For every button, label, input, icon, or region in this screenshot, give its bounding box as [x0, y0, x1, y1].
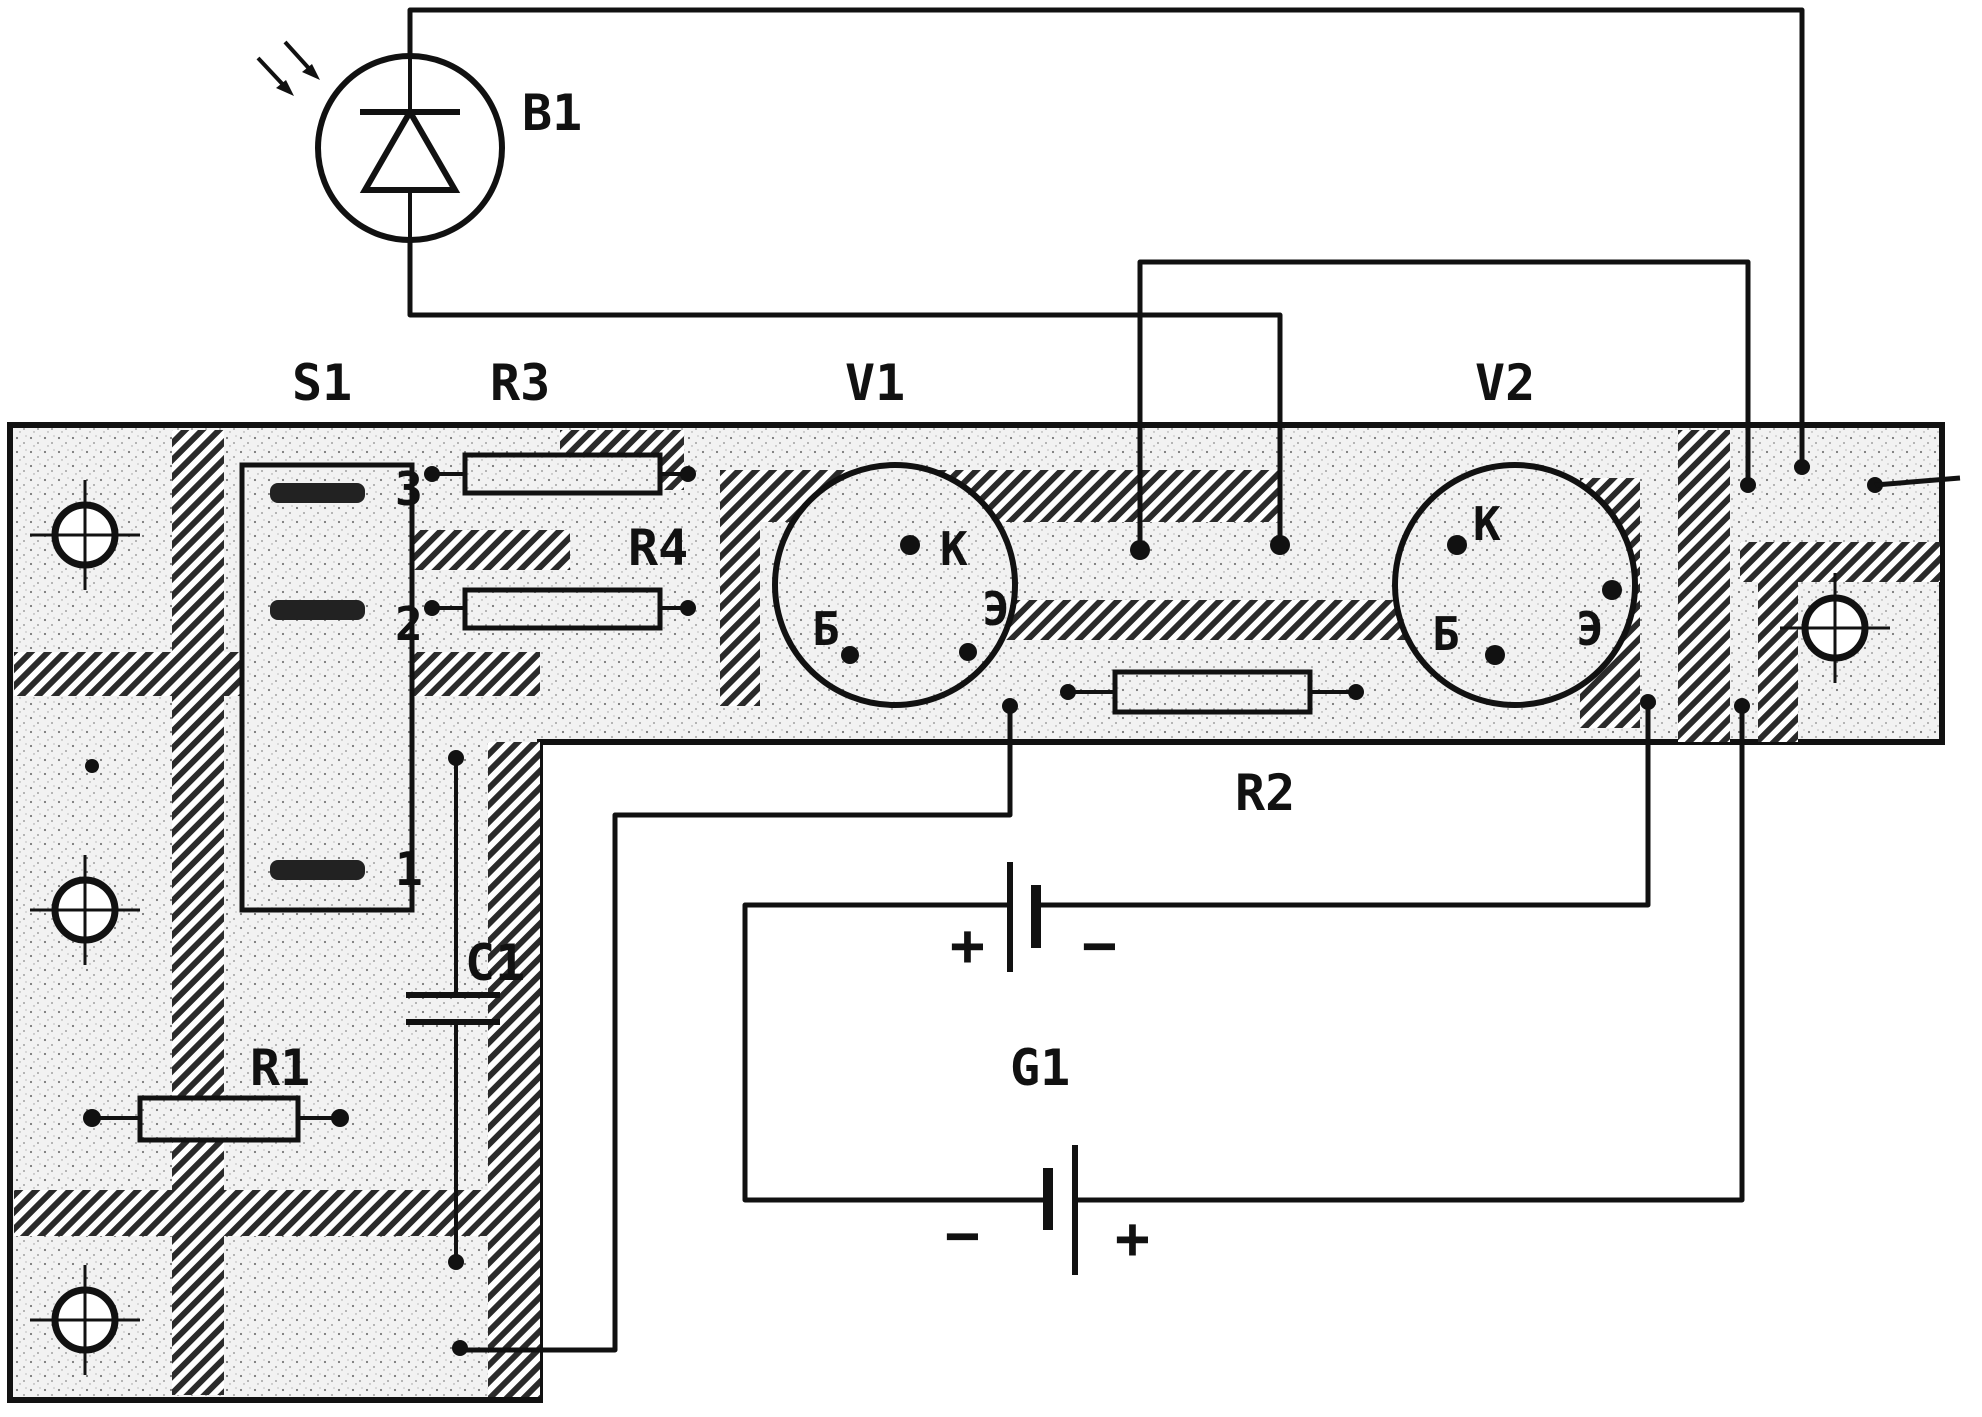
wire-right-lead [1874, 475, 1961, 488]
label-r1: R1 [250, 1039, 310, 1097]
mounting-hole-top-left [30, 480, 140, 590]
photodiode-b1 [256, 40, 505, 243]
v2-pin-emitter: Э [1576, 602, 1604, 656]
switch-position-3: 3 [395, 462, 423, 516]
label-c1: C1 [465, 934, 525, 992]
trace-right-vertical [1678, 430, 1730, 742]
resistor-r4 [424, 587, 696, 631]
label-r3: R3 [490, 354, 550, 412]
wires [407, 7, 1961, 1353]
trace-lower-horizontal [14, 1190, 532, 1236]
battery-lower-minus: − [945, 1201, 980, 1269]
battery-upper-minus: − [1082, 911, 1117, 979]
battery-upper: + − [950, 862, 1117, 979]
wire-battery-link [742, 902, 1048, 1203]
switch-position-2: 2 [395, 597, 423, 651]
transistor-v1: К Б Э [772, 462, 1018, 708]
v2-pin-base: Б [1432, 607, 1460, 661]
label-s1: S1 [292, 354, 352, 412]
trace-right-inner [1758, 542, 1798, 742]
trace-c1-vertical [488, 742, 540, 1397]
trace-left-vertical [172, 430, 224, 1395]
v1-pin-base: Б [812, 602, 840, 656]
mounting-hole-right [1780, 573, 1890, 683]
battery-lower: − + [945, 1145, 1150, 1275]
wire-battery-lower-plus [1075, 706, 1745, 1203]
wire-b1-anode [407, 7, 1805, 467]
board-pads [85, 459, 1883, 773]
component-labels: B1 S1 R3 R4 V1 V2 R2 C1 R1 G1 [250, 84, 1535, 1097]
v1-pin-emitter: Э [982, 582, 1010, 636]
label-v2: V2 [1475, 354, 1535, 412]
capacitor-c1 [406, 750, 500, 1356]
resistor-r1 [83, 1095, 349, 1143]
switch-position-1: 1 [395, 842, 423, 896]
battery-upper-plus: + [950, 911, 985, 979]
wire-collector-link [1137, 259, 1751, 550]
battery-lower-plus: + [1115, 1204, 1150, 1272]
v2-pin-collector: К [1473, 497, 1501, 551]
transistor-v2: К Б Э [1392, 462, 1638, 708]
mounting-hole-mid-left [30, 855, 140, 965]
resistor-r2 [1060, 669, 1364, 715]
label-g1: G1 [1010, 1039, 1070, 1097]
label-v1: V1 [845, 354, 905, 412]
trace-v1-left [720, 470, 760, 706]
label-r4: R4 [628, 519, 688, 577]
mounting-hole-bottom-left [30, 1265, 140, 1375]
switch-s1: 3 2 1 [239, 462, 423, 913]
wire-battery-upper-minus [1036, 702, 1651, 908]
resistor-r3 [424, 452, 696, 496]
label-r2: R2 [1235, 764, 1295, 822]
copper-traces [14, 430, 1940, 1397]
wire-b1-cathode [407, 240, 1283, 545]
wire-v1-emitter [460, 706, 1013, 1353]
mounting-holes [30, 480, 1890, 1375]
label-b1: B1 [522, 84, 582, 142]
v1-pin-collector: К [940, 522, 968, 576]
